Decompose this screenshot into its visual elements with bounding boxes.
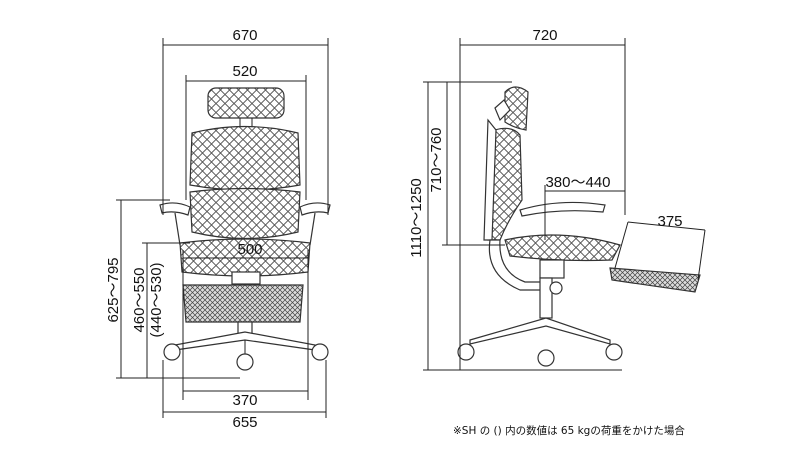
side-dimensions: 720 1110〜1250 710〜760 380〜440 375 xyxy=(408,27,706,371)
dim-side-overall-depth: 720 xyxy=(532,27,557,44)
dim-headrest-width: 520 xyxy=(232,63,257,80)
side-headrest xyxy=(504,86,529,131)
front-caster-left xyxy=(163,343,181,361)
front-upper-backrest xyxy=(189,125,301,191)
front-dimensions: 670 520 500 370 655 625〜795 460〜550 (440… xyxy=(105,27,329,431)
side-caster-center xyxy=(537,349,555,367)
dim-overall-height: 1110〜1250 xyxy=(408,178,425,258)
dim-armrest-height: 625〜795 xyxy=(105,257,122,322)
front-headrest xyxy=(207,87,285,119)
side-base xyxy=(469,317,611,345)
dim-seat-height-loaded: (440〜530) xyxy=(148,262,165,337)
dim-base-inner-width: 370 xyxy=(232,392,257,409)
dim-backrest-height: 710〜760 xyxy=(428,127,445,192)
dim-footrest-length: 375 xyxy=(657,213,682,230)
front-footrest xyxy=(182,284,304,323)
dim-seat-width: 500 xyxy=(237,241,262,258)
dim-front-overall-width: 670 xyxy=(232,27,257,44)
side-armrest xyxy=(519,201,606,217)
side-view-chair xyxy=(457,86,701,367)
side-seat xyxy=(504,234,621,262)
side-footrest xyxy=(609,267,701,293)
dim-seat-depth: 380〜440 xyxy=(545,174,610,191)
front-seat-mechanism xyxy=(231,271,261,285)
front-caster-center xyxy=(236,353,254,371)
front-lower-backrest xyxy=(189,187,301,240)
dim-base-width: 655 xyxy=(232,414,257,431)
side-caster-left xyxy=(457,343,475,361)
dim-seat-height: 460〜550 xyxy=(131,267,148,332)
side-caster-right xyxy=(605,343,623,361)
footnote: ※SH の () 内の数値は 65 kgの荷重をかけた場合 xyxy=(453,424,685,437)
front-caster-right xyxy=(311,343,329,361)
front-left-armrest xyxy=(159,202,191,216)
front-view-chair xyxy=(159,87,331,371)
